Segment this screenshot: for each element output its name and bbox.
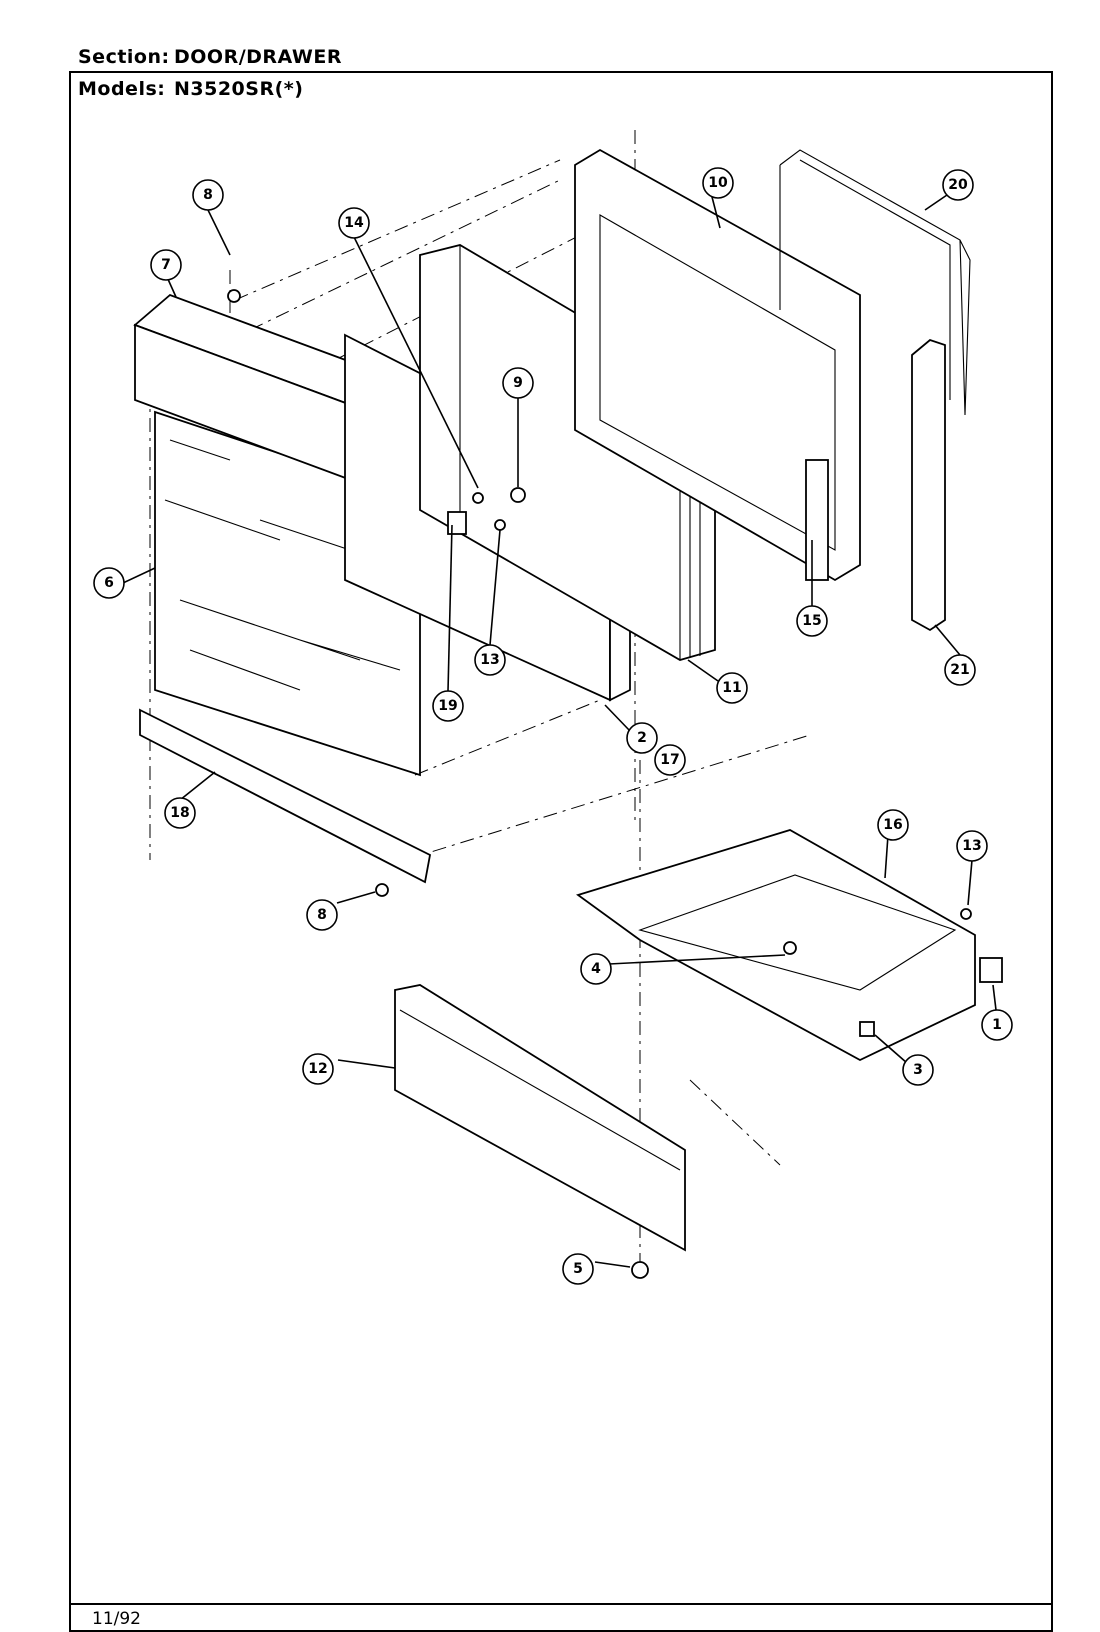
callout-circle [580, 953, 612, 985]
callout-circle [562, 1253, 594, 1285]
callout-5: 5 [562, 1253, 594, 1285]
callout-number: 17 [660, 752, 679, 768]
callout-12: 12 [302, 1053, 334, 1085]
callout-circle [432, 690, 464, 722]
callout-circle [981, 1009, 1013, 1041]
callout-13: 13 [956, 830, 988, 862]
callout-circle [902, 1054, 934, 1086]
callout-number: 8 [203, 187, 213, 203]
callout-15: 15 [796, 605, 828, 637]
callout-number: 7 [161, 257, 171, 273]
section-label: Section: [78, 46, 170, 68]
callout-circle [93, 567, 125, 599]
callout-circle [942, 169, 974, 201]
callout-19: 19 [432, 690, 464, 722]
callout-3: 3 [902, 1054, 934, 1086]
callout-7: 7 [150, 249, 182, 281]
callout-number: 11 [722, 680, 741, 696]
callout-10: 10 [702, 167, 734, 199]
callout-13: 13 [474, 644, 506, 676]
callout-number: 19 [438, 698, 457, 714]
callout-8: 8 [192, 179, 224, 211]
callout-number: 16 [883, 817, 902, 833]
callout-circle [702, 167, 734, 199]
callout-number: 13 [480, 652, 499, 668]
callout-circle [164, 797, 196, 829]
callout-number: 5 [573, 1261, 583, 1277]
callout-number: 2 [637, 730, 647, 746]
callout-number: 6 [104, 575, 114, 591]
callout-circle [474, 644, 506, 676]
callout-number: 13 [962, 838, 981, 854]
door-gasket [779, 149, 971, 416]
callout-6: 6 [93, 567, 125, 599]
callout-number: 14 [344, 215, 364, 231]
callout-18: 18 [164, 797, 196, 829]
callout-21: 21 [944, 654, 976, 686]
callout-number: 12 [308, 1061, 327, 1077]
door-liner-frame [574, 148, 861, 582]
callout-1: 1 [981, 1009, 1013, 1041]
side-trim-strip [911, 338, 946, 632]
callout-circle [654, 744, 686, 776]
door-bottom-rail [139, 708, 432, 884]
callout-number: 9 [513, 375, 523, 391]
section-value: DOOR/DRAWER [174, 46, 342, 68]
callout-number: 4 [591, 961, 601, 977]
drawer-front-panel [394, 984, 686, 1252]
models-label: Models: [78, 78, 166, 100]
callout-17: 17 [654, 744, 686, 776]
callout-4: 4 [580, 953, 612, 985]
callout-circle [716, 672, 748, 704]
footer-rule [69, 1603, 1053, 1605]
callout-circle [502, 367, 534, 399]
callout-circle [626, 722, 658, 754]
callout-number: 18 [170, 805, 189, 821]
callout-circle [956, 830, 988, 862]
callout-14: 14 [338, 207, 370, 239]
callout-circle [150, 249, 182, 281]
callout-circle [796, 605, 828, 637]
callout-number: 10 [708, 175, 728, 191]
callout-number: 8 [317, 907, 327, 923]
footer-date: 11/92 [92, 1609, 141, 1629]
callout-circle [944, 654, 976, 686]
callout-circle [302, 1053, 334, 1085]
callout-circle [338, 207, 370, 239]
callout-circle [877, 809, 909, 841]
callout-circle [192, 179, 224, 211]
leader-lines [122, 192, 997, 1268]
callout-number: 15 [802, 613, 821, 629]
callout-number: 3 [913, 1062, 923, 1078]
callout-circle [306, 899, 338, 931]
models-value: N3520SR(*) [174, 78, 304, 100]
drawer-pan [576, 829, 976, 1062]
models-line: Models: N3520SR(*) [78, 78, 303, 100]
callout-number: 20 [948, 177, 968, 193]
callout-number: 21 [950, 662, 969, 678]
callout-11: 11 [716, 672, 748, 704]
section-line: Section:DOOR/DRAWER [78, 46, 342, 68]
callout-20: 20 [942, 169, 974, 201]
insulation-block [419, 244, 716, 661]
callout-9: 9 [502, 367, 534, 399]
callout-8: 8 [306, 899, 338, 931]
callout-16: 16 [877, 809, 909, 841]
callout-2: 2 [626, 722, 658, 754]
callout-number: 1 [992, 1017, 1002, 1033]
